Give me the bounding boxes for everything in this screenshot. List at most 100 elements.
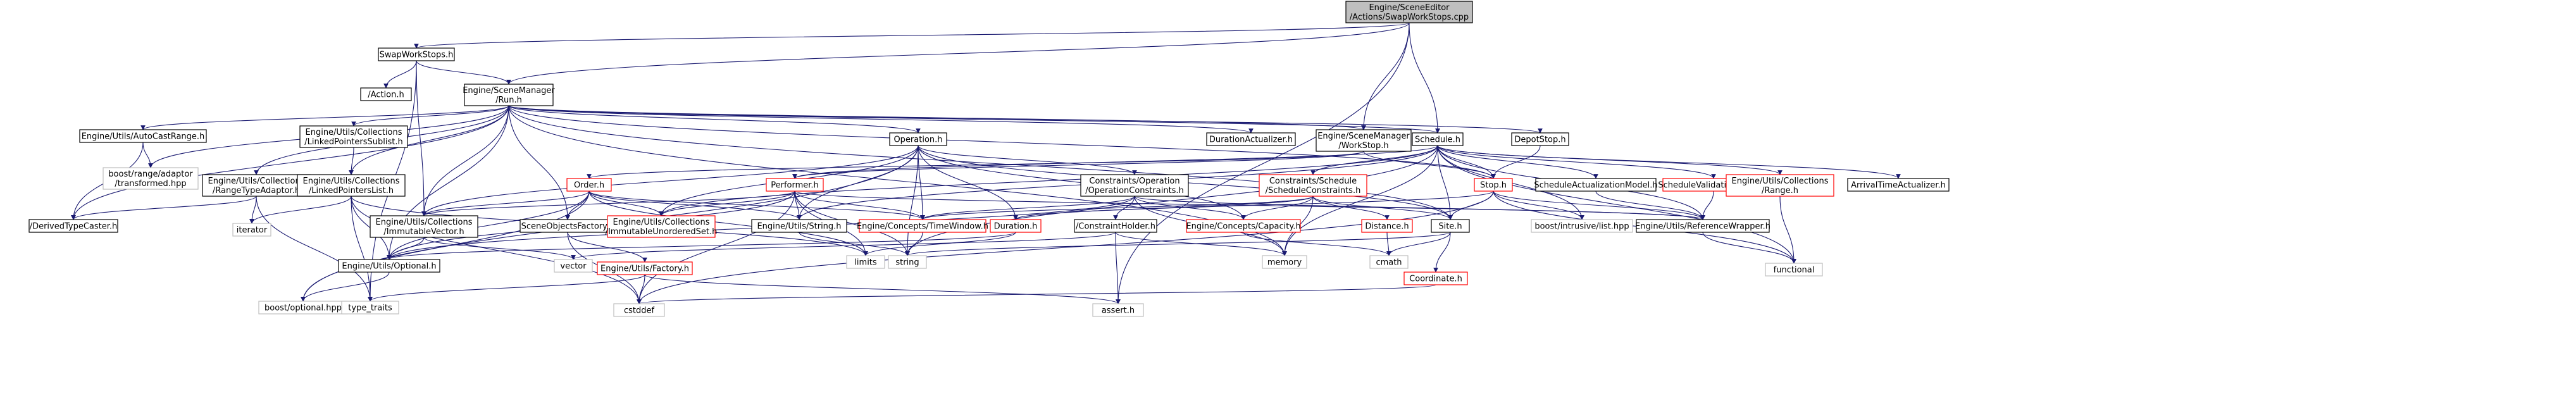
edge-runH-to-schedH xyxy=(508,105,1440,134)
node-rangeType[interactable]: Engine/Utils/Collections/RangeTypeAdapto… xyxy=(202,174,311,197)
node-schedActModel[interactable]: ScheduleActualizationModel.h xyxy=(1534,178,1658,192)
edge-durationH-to-optionalH xyxy=(387,232,1016,260)
node-memory[interactable]: memory xyxy=(1262,255,1307,269)
node-immUnordered[interactable]: Engine/Utils/Collections/ImmutableUnorde… xyxy=(606,215,718,238)
edge-opConstraints-to-capacity xyxy=(1134,196,1246,220)
node-box xyxy=(1726,174,1834,197)
edge-siteH-to-coordinate xyxy=(1433,232,1451,273)
node-box xyxy=(232,223,271,237)
edge-siteH-to-cmath xyxy=(1386,232,1451,256)
node-functional[interactable]: functional xyxy=(1765,263,1823,277)
node-sceneObjFactory[interactable]: SceneObjectsFactory.h xyxy=(520,219,616,233)
node-operationH[interactable]: Operation.h xyxy=(889,132,947,146)
edge-swapH-to-immVector xyxy=(416,60,426,216)
node-autoCast[interactable]: Engine/Utils/AutoCastRange.h xyxy=(79,129,207,143)
node-performerH[interactable]: Performer.h xyxy=(766,178,824,192)
node-box xyxy=(1403,271,1468,285)
node-depotStop[interactable]: DepotStop.h xyxy=(1511,132,1569,146)
node-rangeH[interactable]: Engine/Utils/Collections/Range.h xyxy=(1726,174,1834,197)
node-label: Engine/Utils/Factory.h xyxy=(600,265,689,274)
edge-lpSublist-to-lpList xyxy=(349,147,354,175)
node-optionalH[interactable]: Engine/Utils/Optional.h xyxy=(338,259,440,273)
node-durationH[interactable]: Duration.h xyxy=(990,219,1042,233)
node-box xyxy=(1847,178,1950,192)
node-orderH[interactable]: Order.h xyxy=(566,178,612,192)
node-cstddef[interactable]: cstddef xyxy=(613,303,665,317)
node-label: Engine/Utils/Optional.h xyxy=(342,262,436,271)
node-cmath[interactable]: cmath xyxy=(1369,255,1409,269)
edge-runH-to-derivedType xyxy=(71,105,509,220)
edge-lpList-to-iterator xyxy=(249,196,352,224)
node-constraintHolder[interactable]: /ConstraintHolder.h xyxy=(1074,219,1157,233)
node-label: string xyxy=(895,258,919,268)
node-wsH[interactable]: Engine/SceneManager/WorkStop.h xyxy=(1316,129,1412,152)
node-label: Engine/Utils/AutoCastRange.h xyxy=(82,132,205,142)
node-lpSublist[interactable]: Engine/Utils/Collections/LinkedPointersS… xyxy=(299,125,408,148)
node-boostOptional[interactable]: boost/optional.hpp xyxy=(258,301,348,315)
node-coordinate[interactable]: Coordinate.h xyxy=(1403,271,1468,285)
node-vector[interactable]: vector xyxy=(554,259,593,273)
node-distance[interactable]: Distance.h xyxy=(1361,219,1413,233)
node-box xyxy=(566,178,612,192)
node-boostRange[interactable]: boost/range/adaptor/transformed.hpp xyxy=(103,167,199,190)
node-typeTraits[interactable]: type_traits xyxy=(341,301,399,315)
edge-operationH-to-opConstraints xyxy=(918,145,1137,175)
node-lpList[interactable]: Engine/Utils/Collections/LinkedPointersL… xyxy=(297,174,406,197)
node-factory[interactable]: Engine/Utils/Factory.h xyxy=(597,261,693,275)
node-derivedType[interactable]: /DerivedTypeCaster.h xyxy=(28,219,118,233)
node-swapH[interactable]: SwapWorkStops.h xyxy=(378,47,455,61)
node-box xyxy=(1345,1,1473,23)
node-label: /Actions/SwapWorkStops.cpp xyxy=(1350,13,1469,22)
node-box xyxy=(607,215,716,238)
node-box xyxy=(338,259,440,273)
edge-stringH-to-string xyxy=(799,232,910,256)
node-runH[interactable]: Engine/SceneManager/Run.h xyxy=(463,84,555,106)
node-box xyxy=(554,259,593,273)
node-layer: Engine/SceneEditor/Actions/SwapWorkStops… xyxy=(28,1,1950,317)
edge-operationH-to-immVector xyxy=(421,145,919,216)
edge-optionalH-to-boostOptional xyxy=(301,271,390,302)
node-iterator[interactable]: iterator xyxy=(232,223,271,237)
node-siteH[interactable]: Site.h xyxy=(1431,219,1470,233)
node-refWrapper[interactable]: Engine/Utils/ReferenceWrapper.h xyxy=(1635,219,1770,233)
node-root[interactable]: Engine/SceneEditor/Actions/SwapWorkStops… xyxy=(1345,1,1473,23)
node-label: functional xyxy=(1774,266,1815,275)
edge-performerH-to-string xyxy=(794,190,910,256)
node-schedH[interactable]: Schedule.h xyxy=(1412,132,1464,146)
node-intrusiveList[interactable]: boost/intrusive/list.hpp xyxy=(1531,219,1633,233)
edge-autoCast-to-boostRange xyxy=(142,142,153,168)
node-box xyxy=(846,255,885,269)
node-schedConstraints[interactable]: Constraints/Schedule/ScheduleConstraints… xyxy=(1259,174,1367,197)
node-string[interactable]: string xyxy=(888,255,927,269)
node-label: /Action.h xyxy=(368,90,404,100)
edge-root-to-swapH xyxy=(414,22,1410,49)
node-label: Engine/Utils/ReferenceWrapper.h xyxy=(1635,222,1770,232)
node-stringH[interactable]: Engine/Utils/String.h xyxy=(751,219,847,233)
node-opConstraints[interactable]: Constraints/Operation/OperationConstrain… xyxy=(1080,174,1189,197)
edge-stopH-to-durationH xyxy=(1013,190,1494,220)
node-label: ArrivalTimeActualizer.h xyxy=(1851,181,1946,190)
node-actionH[interactable]: /Action.h xyxy=(360,87,412,101)
node-label: memory xyxy=(1267,258,1302,268)
node-stopH[interactable]: Stop.h xyxy=(1474,178,1513,192)
node-immVector[interactable]: Engine/Utils/Collections/ImmutableVector… xyxy=(370,215,478,238)
edge-root-to-wsH xyxy=(1361,22,1410,130)
node-limits[interactable]: limits xyxy=(846,255,885,269)
node-capacity[interactable]: Engine/Concepts/Capacity.h xyxy=(1186,219,1301,233)
node-box xyxy=(297,174,406,197)
node-assert[interactable]: assert.h xyxy=(1092,303,1144,317)
node-durActH[interactable]: DurationActualizer.h xyxy=(1206,132,1296,146)
node-label: boost/range/adaptor xyxy=(108,170,193,179)
edge-factory-to-assert xyxy=(644,274,1121,304)
node-box xyxy=(613,303,665,317)
edge-schedH-to-immUnordered xyxy=(659,145,1438,216)
node-label: /Run.h xyxy=(495,96,522,105)
edge-runH-to-wsH xyxy=(508,105,1366,130)
node-arrivalTime[interactable]: ArrivalTimeActualizer.h xyxy=(1847,178,1950,192)
node-label: DepotStop.h xyxy=(1514,135,1565,145)
node-box xyxy=(1474,178,1513,192)
node-timeWindow[interactable]: Engine/Concepts/TimeWindow.h xyxy=(857,219,988,233)
edge-schedH-to-functional xyxy=(1437,145,1796,264)
edge-schedH-to-stopH xyxy=(1437,145,1496,179)
